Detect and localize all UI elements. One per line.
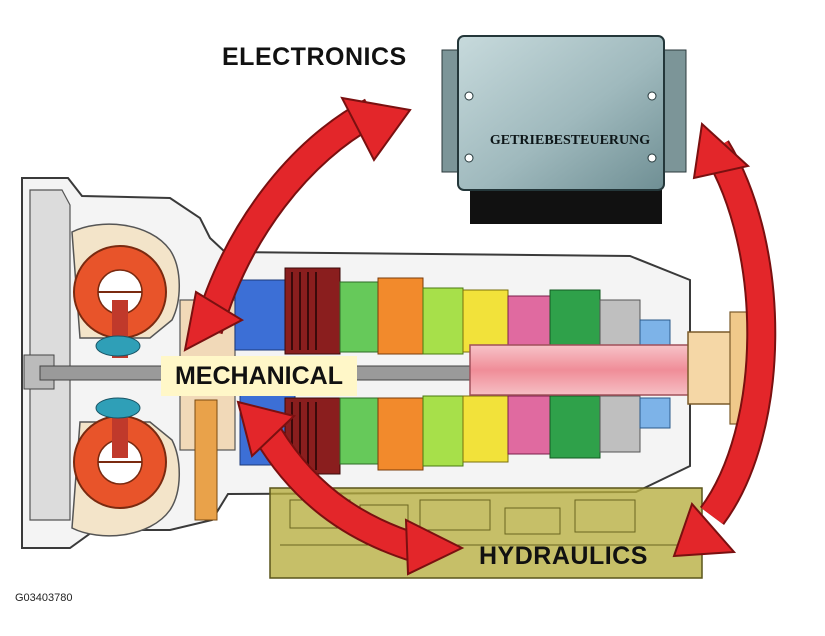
torque-converter (71, 223, 180, 537)
figure-code: G03403780 (15, 592, 73, 604)
mechanical-label: MECHANICAL (161, 356, 357, 396)
hydraulics-label: HYDRAULICS (479, 542, 648, 570)
arrow-electronics-hydraulics (672, 121, 777, 558)
electronics-label: ELECTRONICS (222, 43, 407, 71)
control-unit-label: GETRIEBESTEUERUNG (489, 133, 651, 148)
arrow-electronics-mechanical (183, 96, 412, 352)
arrow-mechanical-hydraulics (236, 400, 465, 576)
transmission-cutaway (21, 177, 761, 579)
transmission-control-unit (441, 35, 687, 224)
output-shaft (469, 344, 691, 396)
planetary-gearsets (234, 267, 671, 475)
